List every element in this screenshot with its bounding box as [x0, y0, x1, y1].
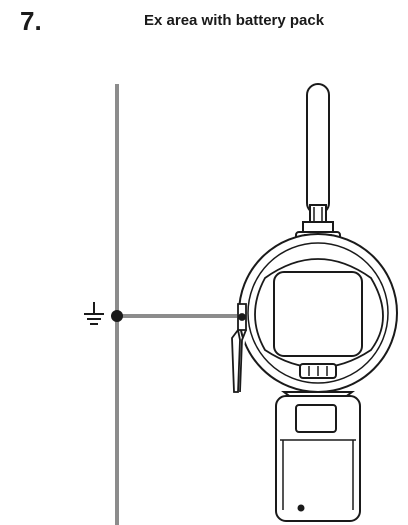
- antenna: [302, 83, 334, 233]
- housing-bottom-connectors: [299, 363, 337, 379]
- battery-screw-icon: [297, 504, 305, 512]
- diagram-title: Ex area with battery pack: [144, 12, 325, 29]
- junction-dot: [111, 310, 123, 322]
- battery-label-window: [295, 404, 337, 433]
- ground-icon: [84, 302, 104, 325]
- display-window: [273, 271, 363, 357]
- step-number: 7.: [20, 6, 42, 36]
- ground-terminal-clamp: [231, 303, 247, 393]
